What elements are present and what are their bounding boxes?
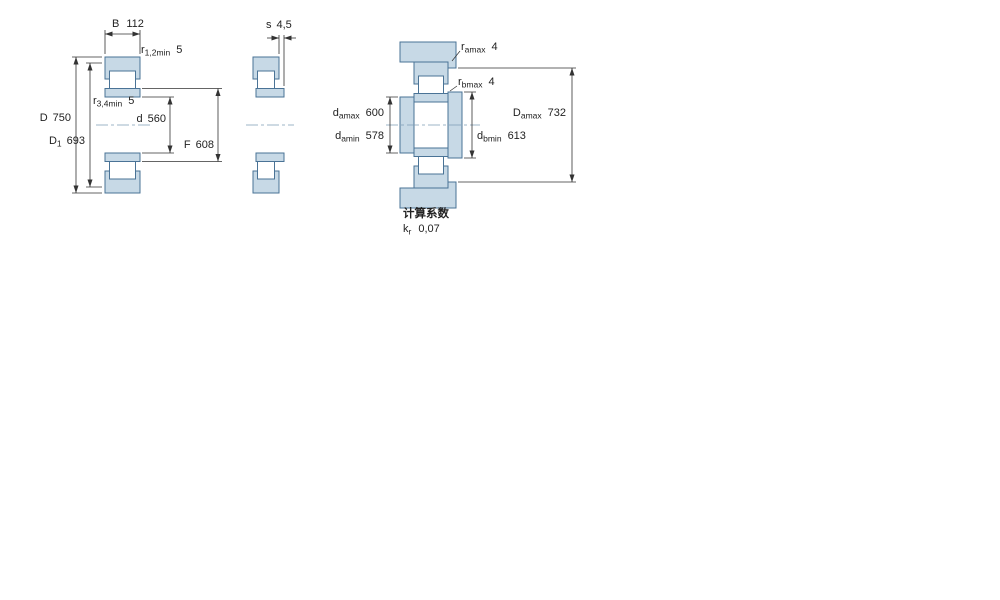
mounting-section — [386, 41, 480, 209]
inner-ring-top — [255, 88, 285, 98]
roller-bottom — [257, 161, 275, 180]
inner-ring-bottom — [413, 147, 449, 157]
inner-ring-top — [413, 93, 449, 103]
ext-lines-F — [142, 88, 222, 162]
leader-rb — [449, 85, 458, 92]
bearing-cross-section — [96, 56, 150, 194]
roller-top — [257, 70, 275, 89]
roller-bottom — [418, 156, 444, 175]
outer-ring-bottom — [252, 170, 280, 194]
ext-lines-Da — [458, 67, 576, 183]
roller-top — [109, 70, 136, 89]
bearing-side-section — [246, 56, 294, 194]
calc-factors-title: 计算系数 — [403, 206, 449, 220]
ext-lines-s — [278, 35, 285, 86]
outer-ring-bottom — [104, 170, 141, 194]
inner-ring-bottom — [104, 152, 141, 162]
inner-ring-top — [104, 88, 141, 98]
outer-ring-bottom — [413, 165, 449, 189]
roller-top — [418, 75, 444, 94]
leader-ra — [451, 50, 461, 62]
roller-bottom — [109, 161, 136, 180]
inner-ring-bottom — [255, 152, 285, 162]
